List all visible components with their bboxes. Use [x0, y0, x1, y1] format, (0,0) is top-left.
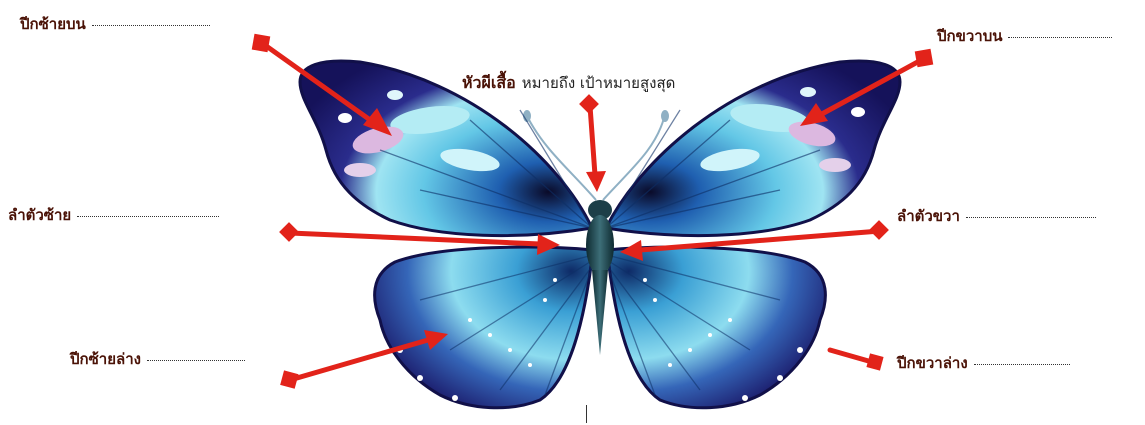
arrow-lower-right [830, 350, 884, 371]
answer-blank-lower-right [974, 363, 1070, 365]
head-caption: หัวผีเสื้อ หมายถึง เป้าหมายสูงสุด [462, 73, 675, 93]
label-lower-left-wing: ปีกซ้ายล่าง [70, 349, 245, 369]
answer-blank-body-right [966, 216, 1096, 218]
lower-right-wing [607, 247, 825, 408]
answer-blank-upper-right [1008, 36, 1112, 38]
label-upper-left-wing: ปีกซ้ายบน [20, 14, 210, 34]
label-body-left-text: ลำตัวซ้าย [8, 206, 71, 224]
answer-blank-body-left [77, 215, 219, 217]
label-lower-right-text: ปีกขวาล่าง [897, 354, 968, 372]
label-lower-right-wing: ปีกขวาล่าง [897, 353, 1070, 373]
label-body-left: ลำตัวซ้าย [8, 205, 219, 225]
head-title: หัวผีเสื้อ [462, 73, 516, 92]
label-upper-right-text: ปีกขวาบน [937, 27, 1002, 45]
label-body-right-text: ลำตัวขวา [897, 207, 960, 225]
answer-blank-lower-left [147, 359, 245, 361]
label-lower-left-text: ปีกซ้ายล่าง [70, 350, 141, 368]
label-upper-left-text: ปีกซ้ายบน [20, 15, 86, 33]
answer-blank-upper-left [92, 24, 210, 26]
lower-left-wing [375, 247, 593, 408]
label-body-right: ลำตัวขวา [897, 206, 1096, 226]
head-subtitle: หมายถึง เป้าหมายสูงสุด [522, 74, 676, 92]
arrow-head [579, 94, 606, 192]
cursor-mark [586, 405, 587, 423]
label-upper-right-wing: ปีกขวาบน [937, 26, 1112, 46]
